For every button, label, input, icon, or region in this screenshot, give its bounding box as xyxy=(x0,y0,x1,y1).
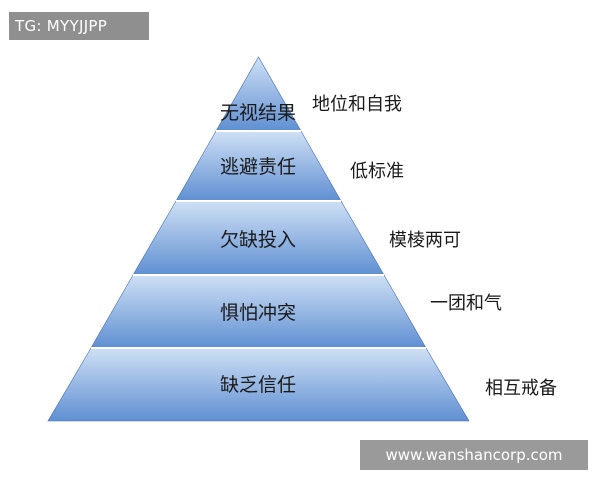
tier-label-2: 逃避责任 xyxy=(220,156,296,178)
tier-label-5: 缺乏信任 xyxy=(220,374,296,396)
side-label-3: 模棱两可 xyxy=(389,230,461,251)
watermark-top: TG: MYYJJPP xyxy=(9,12,149,40)
side-label-1: 地位和自我 xyxy=(312,94,402,115)
watermark-bottom: www.wanshancorp.com xyxy=(360,440,588,470)
side-label-4: 一团和气 xyxy=(430,293,502,314)
side-label-2: 低标准 xyxy=(350,161,404,182)
side-label-5: 相互戒备 xyxy=(485,378,557,399)
tier-label-3: 欠缺投入 xyxy=(220,229,296,251)
tier-label-1: 无视结果 xyxy=(220,102,296,124)
tier-label-4: 惧怕冲突 xyxy=(220,302,296,324)
